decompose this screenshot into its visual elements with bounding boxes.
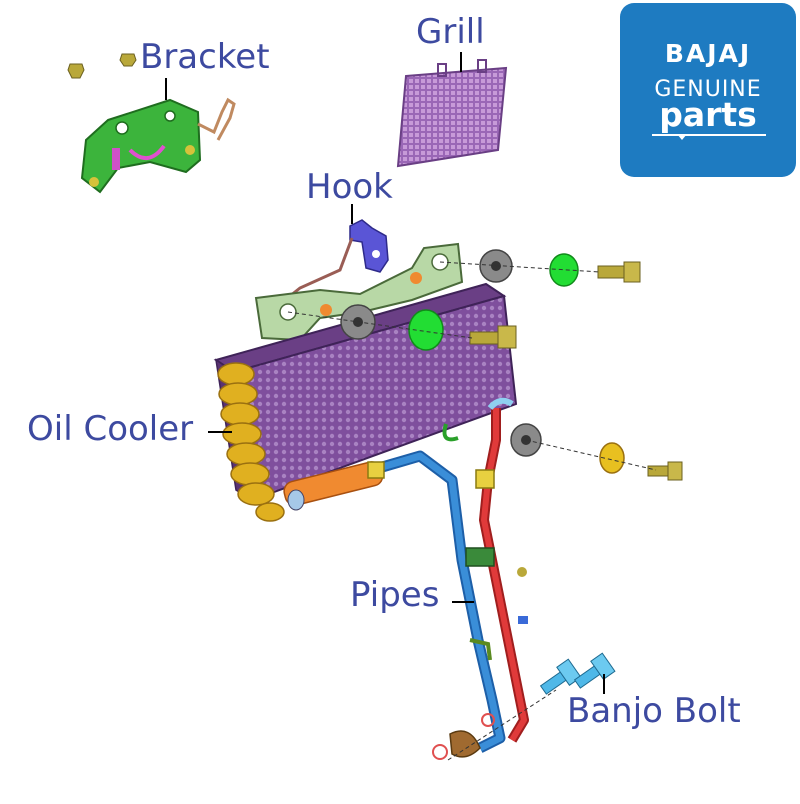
banjo-bolt-label: Banjo Bolt — [567, 691, 741, 731]
washer-green-left — [408, 309, 444, 351]
pipes-part — [367, 397, 529, 760]
hook-label: Hook — [306, 167, 393, 207]
mount-bolt-right — [597, 261, 641, 283]
mount-bolt-lower — [647, 461, 683, 481]
oil-cooler-label: Oil Cooler — [27, 409, 194, 449]
grill-part — [396, 59, 508, 168]
logo-brand-text: BAJAJ — [664, 39, 752, 68]
assembly-line-bottom — [525, 439, 657, 471]
pipes-label: Pipes — [350, 575, 440, 615]
banjo-assembly-line — [447, 689, 557, 761]
bracket-part — [80, 97, 236, 194]
cooler-fins — [217, 362, 285, 522]
logo-genuine-text: GENUINE — [654, 77, 762, 102]
assembly-line-upper — [439, 261, 601, 273]
logo-parts-text: parts — [659, 95, 757, 134]
grill-label: Grill — [416, 12, 485, 52]
logo-caret-icon — [677, 134, 687, 140]
bracket-screw-left — [67, 63, 85, 79]
washer-yellow — [599, 442, 625, 474]
hook-part — [289, 219, 389, 298]
washer-green-right — [549, 253, 579, 287]
banjo-bolt-part — [539, 652, 616, 695]
assembly-line-lower — [287, 311, 473, 339]
bracket-label: Bracket — [140, 37, 270, 77]
logo-underline — [652, 134, 766, 136]
bracket-screw-right — [119, 53, 137, 67]
mount-bolt-left — [469, 325, 517, 349]
bajaj-genuine-parts-logo: BAJAJ GENUINE parts — [620, 3, 796, 177]
